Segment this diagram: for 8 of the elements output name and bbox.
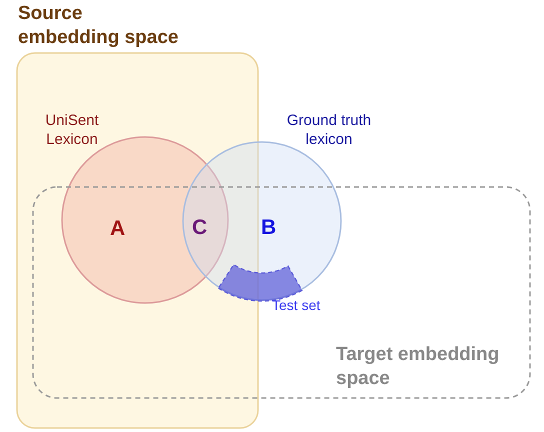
set-title: Ground truth lexicon	[286, 112, 372, 150]
region-letter: A	[110, 217, 126, 241]
region-title: Source embedding space	[18, 2, 180, 50]
set-title: UniSent Lexicon	[44, 112, 100, 150]
region-title: Target embedding space	[336, 343, 500, 390]
region-letter: B	[261, 216, 276, 240]
region-letter: C	[192, 216, 208, 240]
band-label: Test set	[272, 297, 322, 314]
